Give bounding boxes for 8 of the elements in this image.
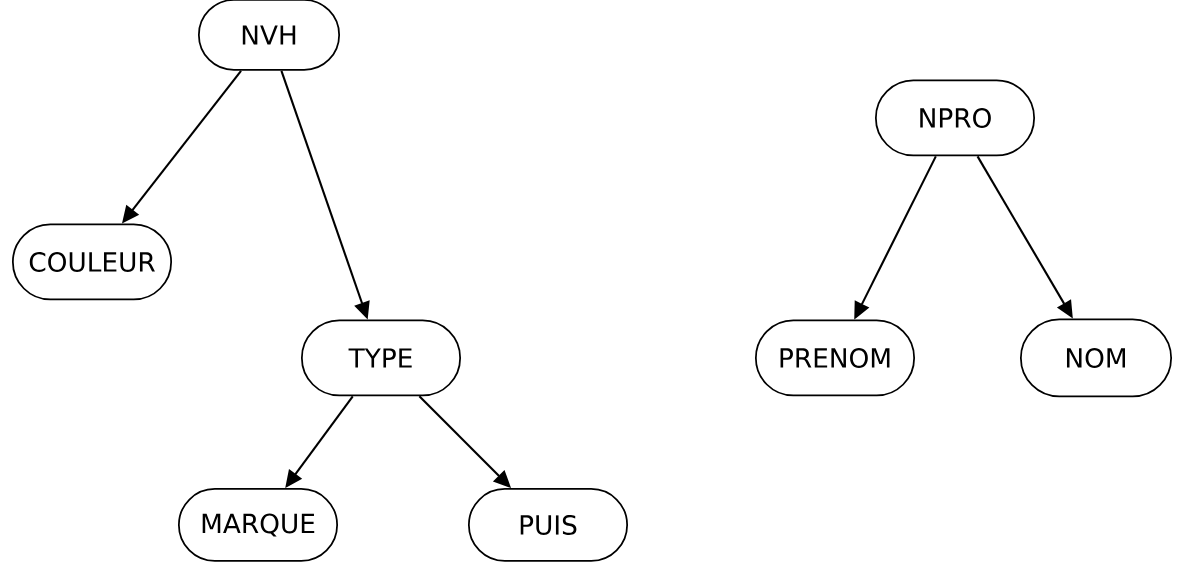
rounded-box: NVH bbox=[198, 0, 341, 71]
rounded-box: MARQUE bbox=[178, 488, 338, 562]
rounded-box: PUIS bbox=[468, 488, 629, 562]
rounded-box: NPRO bbox=[875, 79, 1036, 157]
rounded-box: TYPE bbox=[301, 319, 462, 397]
rounded-box: NOM bbox=[1020, 318, 1173, 398]
rounded-box: COULEUR bbox=[11, 223, 173, 301]
rounded-box: PRENOM bbox=[755, 319, 916, 397]
